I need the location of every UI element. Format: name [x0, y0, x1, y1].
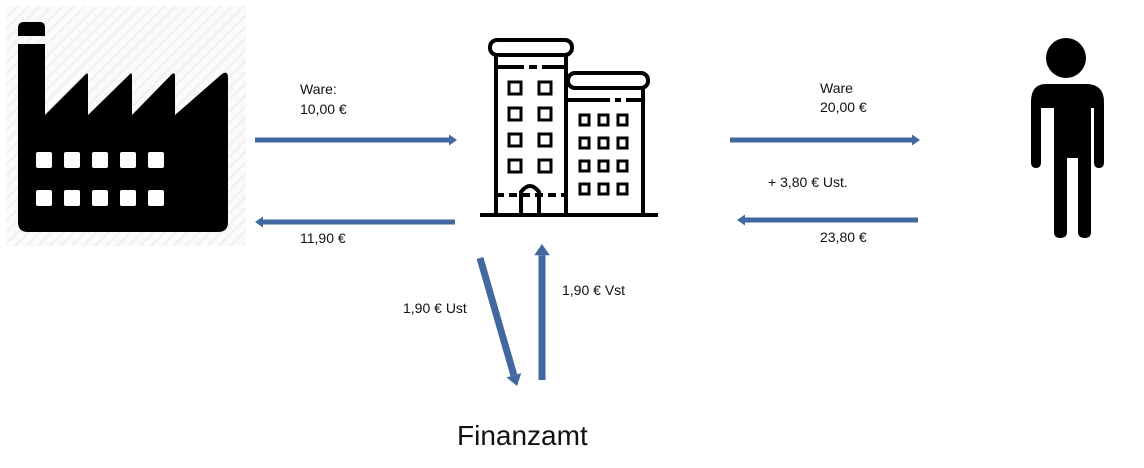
arrow-goods-to-company: [255, 134, 457, 146]
label-vst-from-tax-office: 1,90 € Vst: [562, 282, 626, 298]
arrow-payment-from-consumer: [737, 214, 918, 226]
label-consumer-tax-note: + 3,80 € Ust.: [768, 174, 848, 190]
arrow-goods-to-consumer: [730, 134, 920, 146]
arrow-ust-to-tax-office: [476, 257, 522, 386]
office-building-icon: [480, 38, 658, 217]
label-ware-to-consumer-amount: 20,00 €: [820, 99, 867, 115]
label-payment-to-factory: 11,90 €: [300, 230, 346, 246]
factory-icon: [6, 6, 246, 246]
label-ust-to-tax-office: 1,90 € Ust: [403, 300, 467, 316]
label-payment-from-consumer: 23,80 €: [820, 229, 867, 245]
tax-office-label: Finanzamt: [457, 420, 588, 451]
person-icon: [1031, 38, 1104, 238]
label-ware-to-company-amount: 10,00 €: [300, 101, 347, 117]
arrow-vst-from-tax-office: [534, 244, 550, 380]
label-ware-to-company-title: Ware:: [300, 81, 337, 97]
arrow-payment-to-factory: [255, 216, 455, 228]
label-ware-to-consumer-title: Ware: [820, 80, 853, 96]
